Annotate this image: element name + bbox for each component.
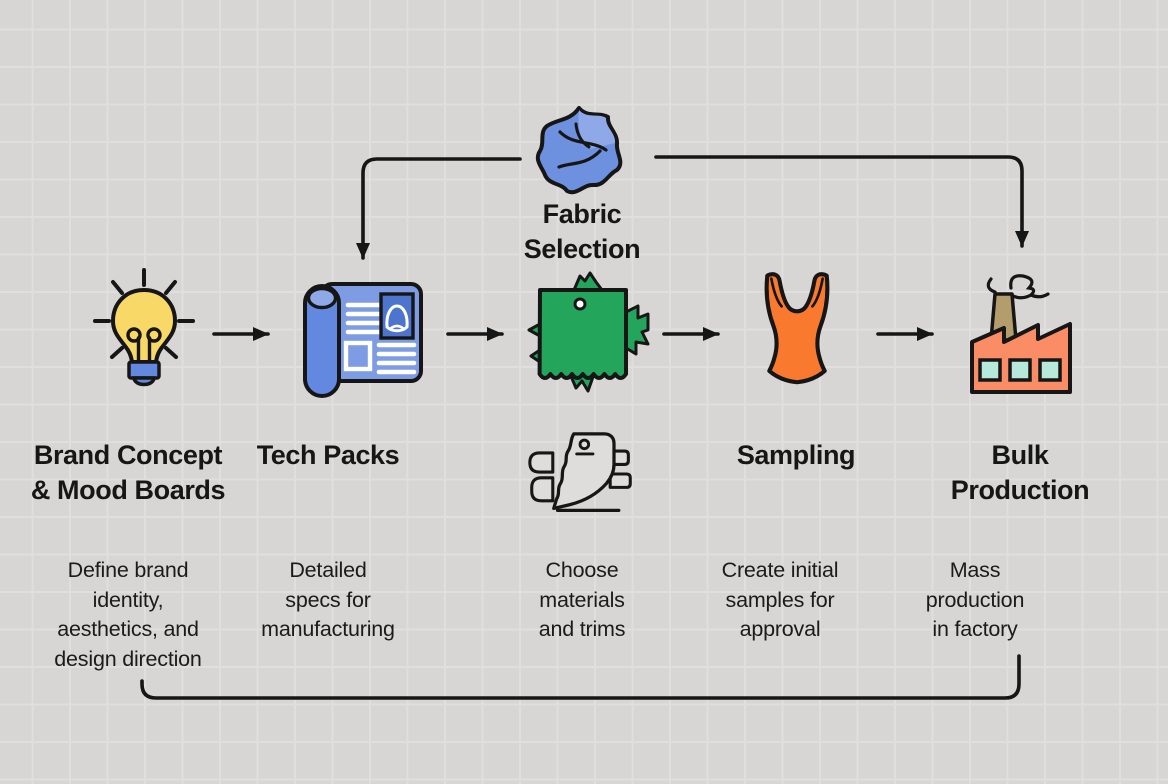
tech-pack-icon bbox=[302, 281, 424, 399]
fabric-selection-label: Fabric Selection bbox=[523, 199, 641, 264]
stage-label-sampling: Sampling bbox=[736, 440, 856, 470]
fabric-swatch-icon bbox=[524, 270, 650, 394]
swimsuit-icon bbox=[756, 272, 838, 390]
stage-label-brand-concept: Brand Concept & Mood Boards bbox=[30, 440, 226, 505]
arrow-fabric-selection-to-tech-packs bbox=[356, 157, 522, 260]
fabric-icon bbox=[532, 104, 632, 200]
bulb-filament bbox=[126, 327, 162, 364]
swatch-body bbox=[537, 288, 628, 380]
factory-icon bbox=[958, 268, 1076, 394]
bulb-base bbox=[127, 360, 161, 380]
swatch-stack-top-sheet bbox=[552, 432, 616, 511]
bulb-glass bbox=[110, 287, 178, 364]
lightbulb-icon bbox=[88, 266, 200, 396]
smoke bbox=[986, 274, 1050, 300]
lightbulb-rays bbox=[93, 268, 195, 359]
stage-label-tech-packs: Tech Packs bbox=[256, 440, 400, 470]
blueprint-roll bbox=[303, 284, 341, 398]
swimsuit-body bbox=[764, 272, 830, 385]
blueprint-text-lines bbox=[345, 302, 385, 335]
arrow-fabric-selection-to-bulk-production bbox=[654, 155, 1029, 248]
blueprint-figure-box bbox=[343, 340, 373, 372]
swatch-stack-icon bbox=[526, 428, 636, 520]
stage-desc-tech-packs: Detailed specs for manufacturing bbox=[261, 558, 395, 641]
garment-sketch bbox=[385, 304, 409, 333]
swatch-grommet bbox=[573, 297, 587, 311]
factory-windows bbox=[978, 358, 1062, 382]
stage-desc-sampling: Create initial samples for approval bbox=[721, 558, 839, 641]
stage-desc-materials: Choose materials and trims bbox=[538, 558, 626, 641]
stage-label-bulk-production: Bulk Production bbox=[950, 440, 1090, 505]
feedback-loop-bulk-production-to-brand-concept bbox=[140, 654, 1021, 700]
factory-building bbox=[970, 322, 1072, 394]
stage-desc-bulk-production: Mass production in factory bbox=[925, 558, 1025, 641]
stage-desc-brand-concept: Define brand identity, aesthetics, and d… bbox=[54, 558, 202, 671]
blueprint-spec-lines bbox=[376, 342, 417, 375]
